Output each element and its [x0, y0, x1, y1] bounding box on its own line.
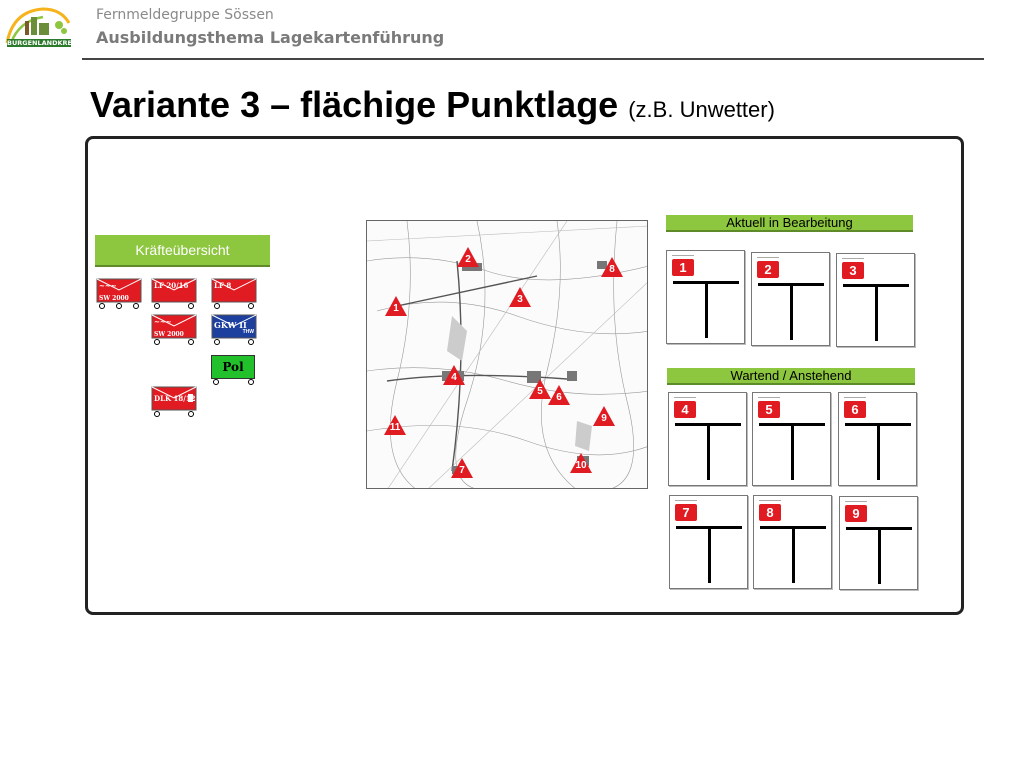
vehicle-tag: THW: [242, 329, 254, 335]
vehicle-label: GKW II: [214, 320, 247, 330]
map-background: [367, 221, 647, 488]
vehicle-label: LF 8: [214, 281, 232, 290]
vehicle-label: Pol: [222, 360, 244, 374]
task-number: 7: [675, 504, 697, 521]
waiting-heading: Wartend / Anstehend: [667, 368, 915, 385]
vehicle-gkw2[interactable]: GKW II THW: [211, 314, 257, 346]
vehicle-lf2016[interactable]: LF 20/16: [151, 278, 197, 310]
task-card[interactable]: 9: [839, 496, 918, 590]
vehicle-pol[interactable]: Pol: [211, 355, 255, 379]
task-number: 5: [758, 401, 780, 418]
vehicle-top-mark: ~~~: [99, 281, 117, 290]
training-topic: Ausbildungsthema Lagekartenführung: [96, 28, 445, 47]
task-card[interactable]: 2: [751, 252, 830, 346]
vehicle-lf8[interactable]: LF 8: [211, 278, 257, 310]
map-marker[interactable]: 4: [443, 365, 465, 385]
task-card[interactable]: 5: [752, 392, 831, 486]
task-card[interactable]: 7: [669, 495, 748, 589]
vehicle-label: SW 2000: [154, 331, 184, 338]
task-card[interactable]: 8: [753, 495, 832, 589]
task-card[interactable]: 4: [668, 392, 747, 486]
map-marker[interactable]: 9: [593, 406, 615, 426]
map-marker[interactable]: 5: [529, 379, 551, 399]
task-card[interactable]: 3: [836, 253, 915, 347]
map-marker[interactable]: 8: [601, 257, 623, 277]
map-marker[interactable]: 3: [509, 287, 531, 307]
slide-title: Variante 3 – flächige Punktlage (z.B. Un…: [90, 84, 775, 126]
vehicle-dlk1812[interactable]: DLK 18/12: [151, 386, 197, 418]
vehicle-pol-wheels: [213, 379, 254, 385]
map-marker[interactable]: 2: [457, 247, 479, 267]
task-number: 8: [759, 504, 781, 521]
organisation-name: Fernmeldegruppe Sössen: [96, 7, 274, 23]
task-card[interactable]: 1: [666, 250, 745, 344]
map-marker[interactable]: 6: [548, 385, 570, 405]
vehicle-sw2000-1[interactable]: ~~~ SW 2000: [96, 278, 142, 310]
vehicle-label: SW 2000: [99, 295, 129, 302]
vehicle-label: LF 20/16: [154, 281, 189, 290]
map-marker[interactable]: 11: [384, 415, 406, 435]
task-number: 6: [844, 401, 866, 418]
situation-map[interactable]: 2 8 3 1 4 5 6 9 11 7 10: [366, 220, 648, 489]
task-card[interactable]: 6: [838, 392, 917, 486]
burgenlandkreis-logo: BURGENLANDKREIS: [3, 3, 80, 55]
header-divider: [82, 58, 984, 60]
logo-text: BURGENLANDKREIS: [7, 39, 80, 47]
task-number: 4: [674, 401, 696, 418]
active-heading: Aktuell in Bearbeitung: [666, 215, 913, 232]
task-number: 9: [845, 505, 867, 522]
task-number: 1: [672, 259, 694, 276]
slide-title-sub: (z.B. Unwetter): [628, 97, 775, 122]
slide-title-main: Variante 3 – flächige Punktlage: [90, 84, 619, 125]
map-marker[interactable]: 7: [451, 458, 473, 478]
content-frame: [85, 136, 964, 615]
task-number: 2: [757, 261, 779, 278]
task-number: 3: [842, 262, 864, 279]
map-marker[interactable]: 10: [570, 453, 592, 473]
vehicle-sw2000-2[interactable]: ~~~ SW 2000: [151, 314, 197, 346]
vehicle-top-mark: ~~~: [154, 317, 172, 326]
forces-heading: Kräfteübersicht: [95, 235, 270, 267]
vehicle-label: DLK 18/12: [154, 394, 196, 403]
map-marker[interactable]: 1: [385, 296, 407, 316]
